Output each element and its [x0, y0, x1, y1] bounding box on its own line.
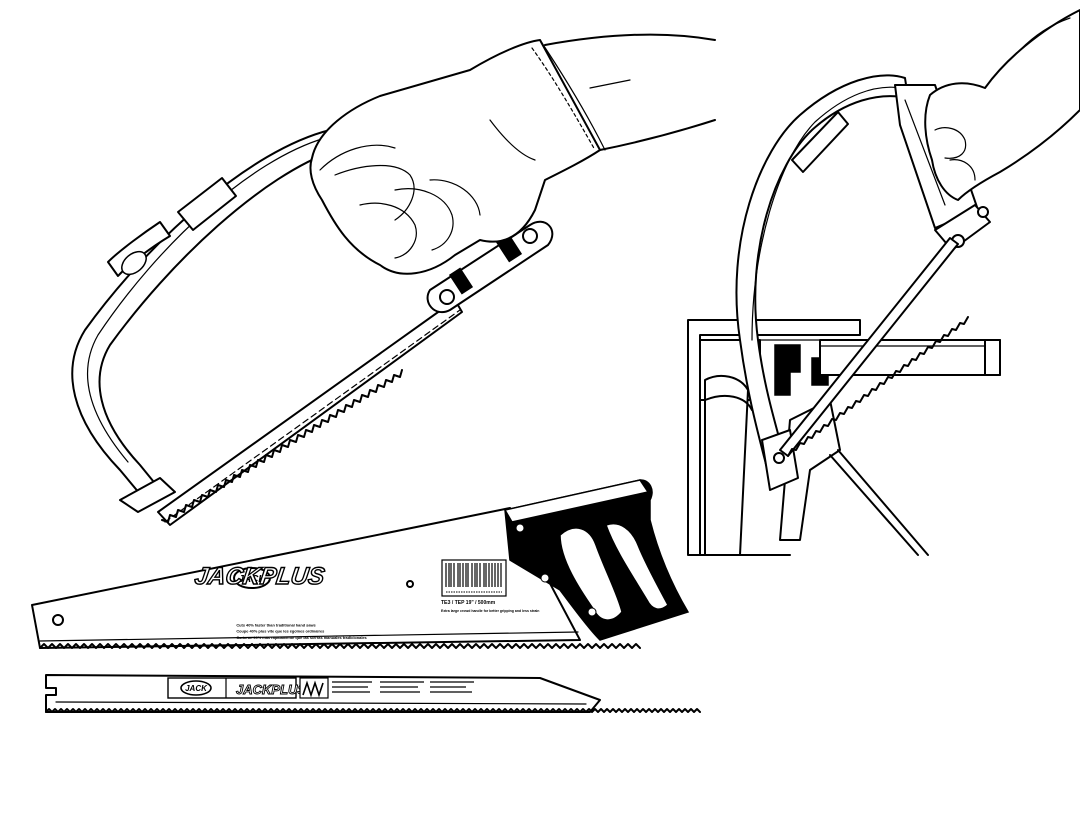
jackplus-spare-blade: JACK JACKPLUS [45, 674, 701, 713]
barcode [441, 559, 507, 597]
logo-text: JACK [238, 574, 266, 585]
headline-en: Cuts 40% faster than traditional hand sa… [236, 622, 315, 627]
product-code: ТЕЗ / ТЕР 19" / 500mm [441, 600, 496, 606]
jack-logo-icon [121, 250, 147, 276]
headline-fr: Coupe 40% plus vite que les égoïnes ordi… [236, 629, 324, 634]
bow-saw-cutting-scene [687, 9, 1080, 556]
bow-saw-blade [157, 299, 463, 526]
handle-note: Extra large crowd handle for better grip… [441, 609, 539, 613]
work-glove [309, 39, 601, 275]
logo-text: JACK [185, 684, 208, 693]
brand-name: JACKPLUS [236, 682, 306, 697]
bow-saw-with-gloved-hand [71, 33, 716, 526]
hand-saw-blade [31, 507, 581, 649]
brand-name: JACKPLUS [193, 563, 326, 590]
jackplus-hand-saw: JACK JACKPLUS Cuts 40% faster than tradi… [31, 479, 690, 649]
jack-logo-icon [180, 680, 212, 696]
bare-hand [924, 9, 1080, 201]
workbench-vise [687, 319, 861, 556]
jack-logo-icon [233, 567, 271, 589]
headline-es: Corta un 40% más rápidamente que las sie… [236, 635, 366, 640]
hang-hole [52, 614, 64, 626]
bow-saw-blade-right [779, 237, 959, 457]
